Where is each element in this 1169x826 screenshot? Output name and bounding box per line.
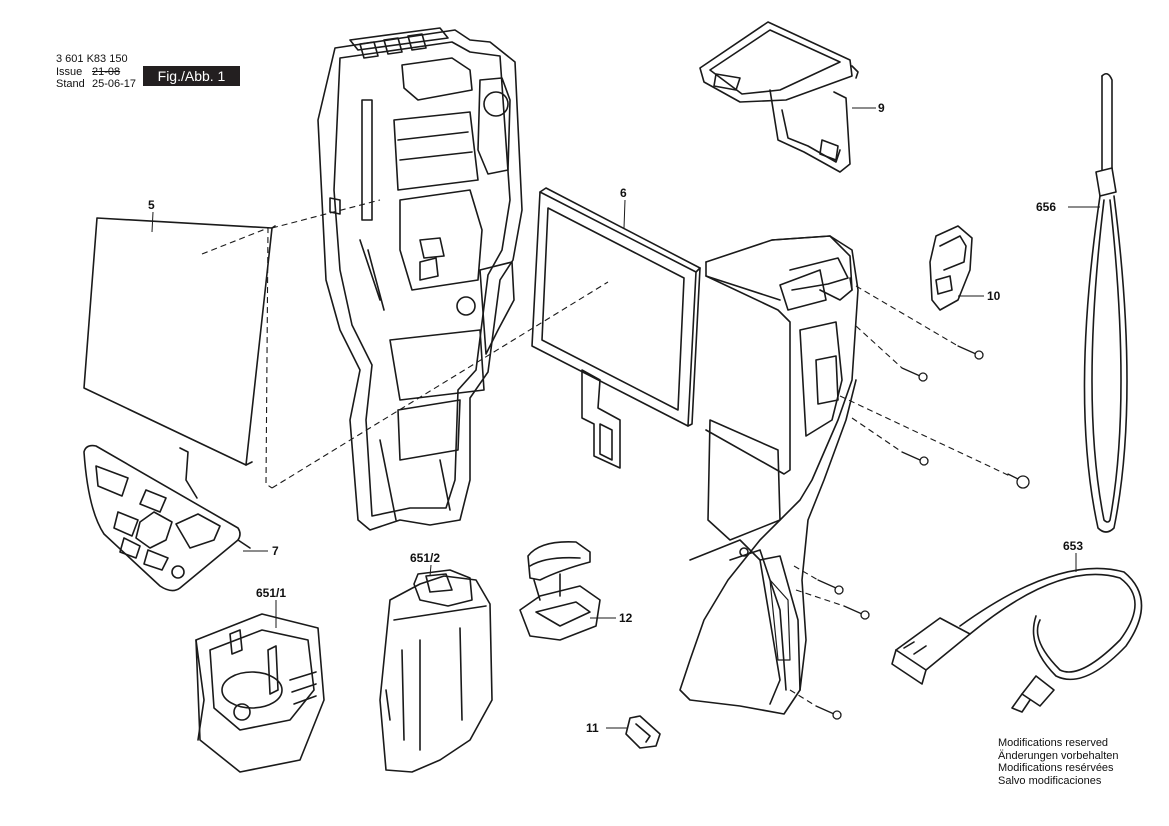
callout-5: 5 [148, 198, 155, 212]
battery-pack-part [379, 569, 493, 773]
keypad-membrane-part [83, 444, 251, 592]
front-housing-part [317, 27, 523, 531]
battery-holder-part [195, 613, 325, 773]
callout-12: 12 [619, 611, 633, 625]
note-line: Salvo modificaciones [998, 774, 1102, 787]
usb-cable-part [891, 567, 1143, 713]
note-line: Änderungen vorbehalten [998, 749, 1119, 762]
wrist-strap-part [1083, 72, 1128, 533]
screen-protector-part [83, 217, 276, 466]
callout-653: 653 [1063, 539, 1084, 553]
issue-date: 21-08 [92, 66, 121, 78]
battery-contacts-part [519, 540, 601, 641]
battery-cover-part [929, 225, 973, 311]
figure-badge: Fig./Abb. 1 [143, 66, 240, 86]
display-part [531, 187, 701, 469]
rear-housing-part [679, 235, 859, 715]
screws [815, 345, 1030, 720]
callout-10: 10 [987, 289, 1001, 303]
callout-9: 9 [878, 101, 885, 115]
callout-6: 6 [620, 186, 627, 200]
note-line: Modifications resérvées [998, 762, 1114, 774]
stand-date: 25-06-17 [92, 78, 137, 90]
issue-label: Issue [56, 66, 83, 78]
callout-651-2: 651/2 [410, 551, 441, 565]
note-line: Modifications reserved [998, 737, 1109, 749]
modifications-notes: Modifications reserved Änderungen vorbeh… [998, 737, 1118, 787]
part-number: 3 601 K83 150 [56, 53, 128, 65]
stand-label: Stand [56, 78, 85, 90]
callout-7: 7 [272, 544, 279, 558]
spring-clip-part [625, 715, 661, 749]
callout-656: 656 [1036, 200, 1057, 214]
callout-651-1: 651/1 [256, 586, 287, 600]
callout-11: 11 [586, 721, 599, 735]
bracket-part [699, 21, 859, 173]
